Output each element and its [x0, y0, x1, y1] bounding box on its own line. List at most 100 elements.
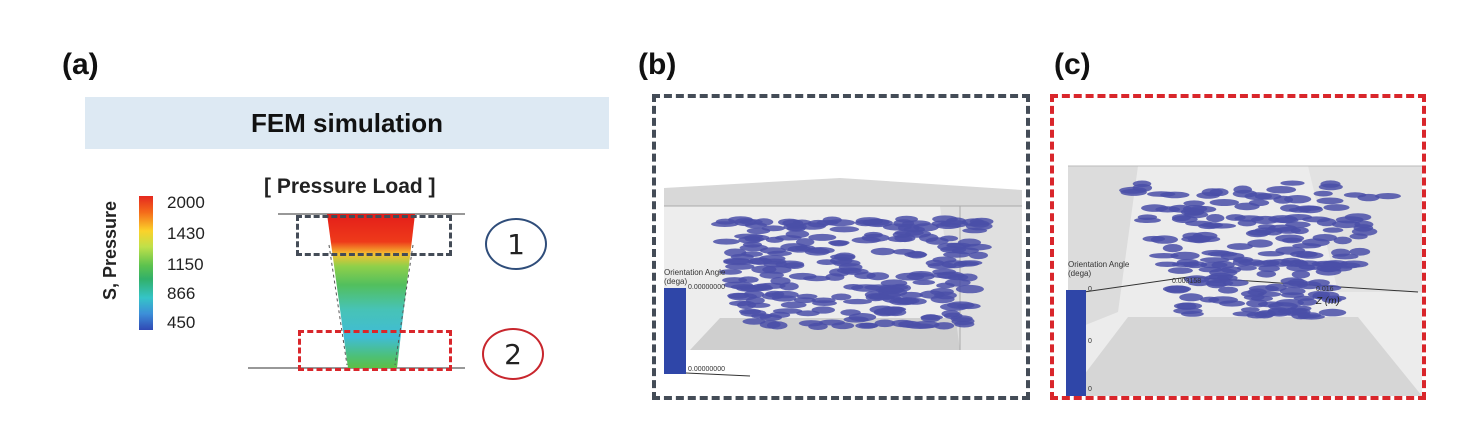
particle	[1277, 308, 1308, 315]
particle	[969, 251, 988, 260]
particle	[881, 306, 907, 313]
particle	[1279, 287, 1306, 296]
particle	[1302, 238, 1330, 247]
particle	[1211, 261, 1235, 270]
particle	[1150, 235, 1178, 244]
particle	[1183, 275, 1210, 284]
particle	[1284, 195, 1312, 204]
particle	[742, 318, 766, 325]
particle	[812, 300, 837, 306]
particle	[1332, 253, 1359, 260]
particle	[1335, 216, 1364, 224]
particle	[912, 279, 936, 285]
particle	[1323, 204, 1350, 211]
particle	[911, 321, 940, 329]
particle	[725, 263, 755, 270]
particle	[1170, 251, 1200, 260]
particle	[1119, 186, 1147, 194]
particle	[751, 265, 777, 274]
particle	[957, 238, 981, 247]
particle	[1248, 199, 1270, 207]
region-1-detail-frame: Orientation Angle (dega) 0.00000000 0.00…	[652, 94, 1030, 400]
particle	[1333, 236, 1352, 245]
particle	[1353, 224, 1374, 232]
particle	[746, 296, 765, 305]
particle	[1297, 312, 1322, 319]
particle	[1132, 180, 1152, 188]
particle	[785, 230, 810, 239]
panel-a-label: (a)	[62, 48, 99, 81]
region-1-particle-view	[660, 118, 1022, 380]
colorbar-top-value-b: 0.00000000	[688, 284, 725, 291]
particle	[1206, 280, 1227, 289]
particle	[723, 281, 753, 289]
particle	[874, 319, 896, 328]
particle	[711, 221, 739, 227]
particle	[1141, 204, 1169, 212]
legend-tick-1: 2000	[167, 193, 205, 212]
particle	[930, 287, 954, 296]
region-1-box	[296, 215, 452, 256]
particle	[1339, 260, 1369, 268]
particle	[851, 237, 881, 244]
particle	[1375, 193, 1401, 200]
particle	[927, 262, 957, 270]
particle	[1246, 311, 1268, 319]
pressure-load-label: [ Pressure Load ]	[264, 175, 436, 198]
particle	[970, 220, 990, 228]
axis-value-1: 0.003158	[1172, 278, 1202, 285]
particle	[1184, 211, 1209, 219]
particle	[1316, 284, 1342, 292]
particle	[728, 216, 753, 224]
particle	[1232, 256, 1254, 263]
particle	[713, 238, 740, 245]
legend-tick-5: 450	[167, 313, 196, 332]
particle	[765, 236, 784, 243]
particle	[738, 236, 762, 244]
particle	[1275, 246, 1306, 255]
particle	[1206, 214, 1225, 223]
particle	[843, 298, 872, 305]
particle	[761, 225, 786, 232]
particle	[862, 218, 890, 226]
particle	[947, 301, 975, 309]
particle	[1191, 235, 1221, 243]
particle	[1274, 217, 1299, 224]
particle	[719, 269, 743, 275]
particle	[780, 243, 808, 252]
axis-value-2: 0.016	[1316, 286, 1334, 293]
particle	[894, 229, 924, 236]
particle	[738, 276, 759, 283]
particle	[887, 235, 913, 243]
particle	[1248, 285, 1279, 293]
particle	[843, 284, 864, 290]
particle	[1208, 272, 1233, 281]
particle	[1179, 293, 1203, 302]
particle	[1162, 285, 1192, 293]
particle	[1160, 191, 1190, 199]
fem-funnel-diagram	[248, 213, 465, 369]
pressure-colorbar	[139, 196, 153, 330]
particle-cloud-2	[1119, 180, 1401, 320]
particle	[1162, 244, 1183, 253]
particle	[1297, 298, 1318, 306]
region-2-number: 2	[504, 337, 522, 371]
particle	[870, 247, 896, 256]
particle	[920, 314, 943, 320]
particle	[1201, 222, 1223, 228]
particle	[756, 282, 786, 289]
particle	[1281, 257, 1302, 264]
particle	[767, 250, 792, 257]
particle	[1280, 277, 1305, 285]
particle	[1275, 299, 1304, 307]
particle	[1183, 261, 1208, 269]
legend-tick-3: 1150	[167, 255, 204, 274]
particle	[940, 220, 969, 228]
fem-banner-text: FEM simulation	[250, 107, 444, 138]
legend-tick-2: 1430	[167, 224, 205, 243]
particle	[831, 322, 855, 330]
particle	[951, 317, 975, 326]
particle	[1313, 190, 1333, 197]
particle	[1307, 291, 1330, 298]
particle	[1267, 224, 1298, 232]
